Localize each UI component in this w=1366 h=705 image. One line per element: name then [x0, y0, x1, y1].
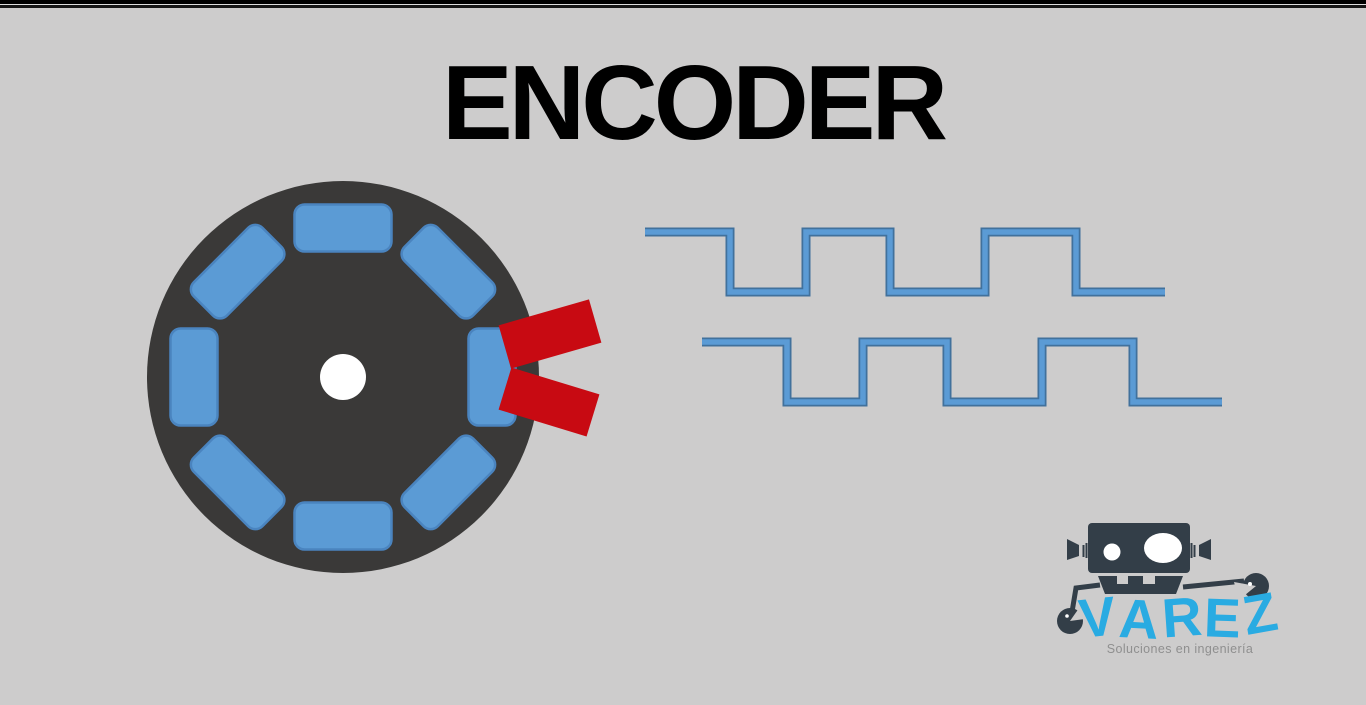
waveform-channel-A	[645, 229, 1165, 295]
brand-letter: Z	[1238, 579, 1286, 647]
brand-letter: R	[1159, 584, 1207, 650]
disc-slot	[293, 501, 393, 551]
robot-right-ear-pin	[1193, 545, 1196, 557]
robot-left-eye	[1103, 543, 1121, 561]
robot-right-eye	[1144, 533, 1182, 563]
disc-slot	[189, 434, 286, 531]
optical-sensor-bar-1	[498, 299, 602, 369]
waveform-channel-B	[702, 339, 1222, 405]
disc-slot	[169, 327, 219, 427]
optical-sensor-bar-2	[498, 367, 600, 437]
robot-left-claw-eye	[1065, 614, 1069, 618]
robot-left-ear-pin	[1082, 545, 1085, 557]
robot-right-arm	[1182, 578, 1245, 590]
robot-right-ear-pin	[1190, 543, 1193, 558]
top-border-bar	[0, 0, 1366, 8]
robot-right-claw-eye	[1248, 582, 1252, 586]
brand-letter: V	[1076, 584, 1123, 650]
page-title: ENCODER	[441, 44, 948, 162]
robot-right-ear	[1199, 539, 1211, 560]
brand-letter: E	[1203, 586, 1246, 650]
brand-letter: A	[1117, 586, 1164, 652]
robot-left-ear	[1067, 539, 1079, 560]
waveform-channel-B-outline	[702, 337, 1222, 407]
robot-right-claw-mouth	[1234, 582, 1256, 600]
robot-torso	[1098, 576, 1183, 594]
disc-slot	[400, 223, 497, 320]
brand-tagline: Soluciones en ingeniería	[1106, 642, 1254, 656]
robot-left-claw-mouth	[1070, 603, 1092, 621]
disc-slot	[189, 223, 286, 320]
brand-name: VAREZ	[1060, 579, 1300, 652]
disc-slot	[293, 203, 393, 253]
disc-hub	[320, 354, 366, 400]
robot-left-ear-pin	[1085, 543, 1088, 558]
robot-left-arm	[1069, 582, 1101, 613]
disc-slot	[400, 434, 497, 531]
robot-logo-icon	[1057, 523, 1269, 634]
waveform-channel-A-outline	[645, 227, 1165, 297]
